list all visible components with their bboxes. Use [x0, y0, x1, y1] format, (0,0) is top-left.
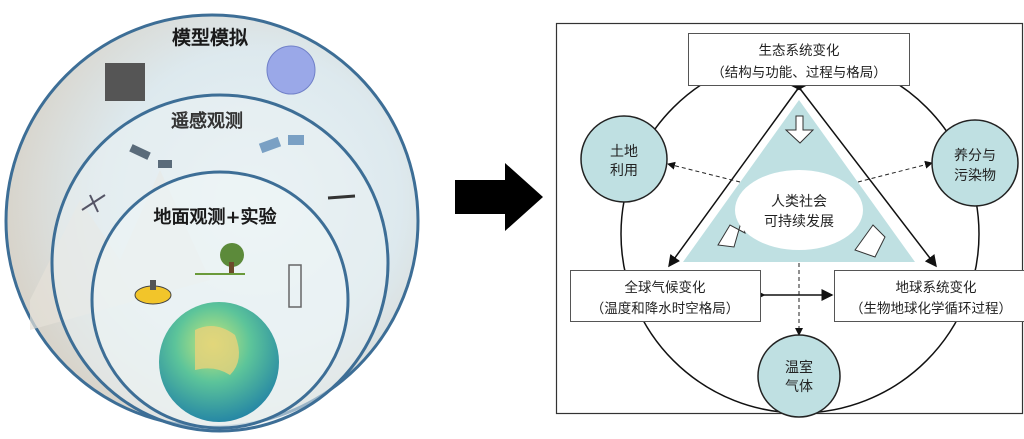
- ghg-line1: 温室: [785, 359, 813, 376]
- framework-panel: 生态系统变化 （结构与功能、过程与格局） 全球气候变化 （温度和降水时空格局） …: [555, 22, 1024, 418]
- earth-continent: [195, 326, 239, 375]
- climate-subtitle: （温度和降水时空格局）: [591, 301, 740, 317]
- nutrients-line1: 养分与: [954, 148, 996, 164]
- label-ground-observation: 地面观测+实验: [153, 206, 277, 228]
- right-arrow-icon: [455, 163, 543, 231]
- inner-ring-ground: [90, 170, 350, 430]
- climate-title: 全球气候变化: [625, 279, 706, 296]
- dashed-to-nutrients: [857, 160, 933, 183]
- node-greenhouse-gases: [757, 334, 841, 418]
- flux-tower-icon: [288, 264, 302, 308]
- globe-model-icon: [266, 45, 316, 95]
- aircraft-icon: [81, 194, 106, 213]
- label-model-simulation: 模型模拟: [172, 26, 248, 49]
- land-use-line1: 土地: [610, 144, 638, 160]
- satellite-icon: [258, 135, 304, 154]
- buoy-icon: [134, 280, 172, 305]
- link-eco-climate: [668, 77, 809, 268]
- tree-icon: [195, 243, 245, 275]
- satellite-icon: [129, 144, 172, 168]
- earth-system-subtitle: （生物地球化学循环过程）: [850, 301, 1012, 317]
- box-climate-change: [570, 270, 761, 322]
- inward-arrow-top: [784, 115, 815, 144]
- center-ellipse: [735, 170, 863, 250]
- box-earth-system-change: [834, 270, 1024, 322]
- inward-arrow-right: [854, 224, 886, 258]
- earth-system-title: 地球系统变化: [896, 280, 977, 296]
- dashed-to-land-use: [667, 161, 741, 183]
- center-line2: 可持续发展: [764, 213, 834, 230]
- ghg-line2: 气体: [785, 379, 813, 395]
- label-remote-sensing: 遥感观测: [171, 110, 243, 132]
- ecosystem-title: 生态系统变化: [759, 43, 840, 59]
- box-ecosystem-change: [688, 33, 910, 86]
- drone-icon: [327, 194, 356, 200]
- server-icon: [105, 63, 145, 101]
- ecosystem-subtitle: （结构与功能、过程与格局）: [711, 65, 887, 81]
- center-line1: 人类社会: [771, 194, 827, 210]
- node-land-use: [580, 115, 668, 203]
- nested-circles-panel: 模型模拟 遥感观测 地面观测+实验: [4, 13, 420, 433]
- node-nutrients-pollutants: [931, 119, 1019, 207]
- link-eco-earth: [789, 78, 937, 268]
- nutrients-line2: 污染物: [954, 168, 996, 184]
- land-use-line2: 利用: [610, 163, 638, 179]
